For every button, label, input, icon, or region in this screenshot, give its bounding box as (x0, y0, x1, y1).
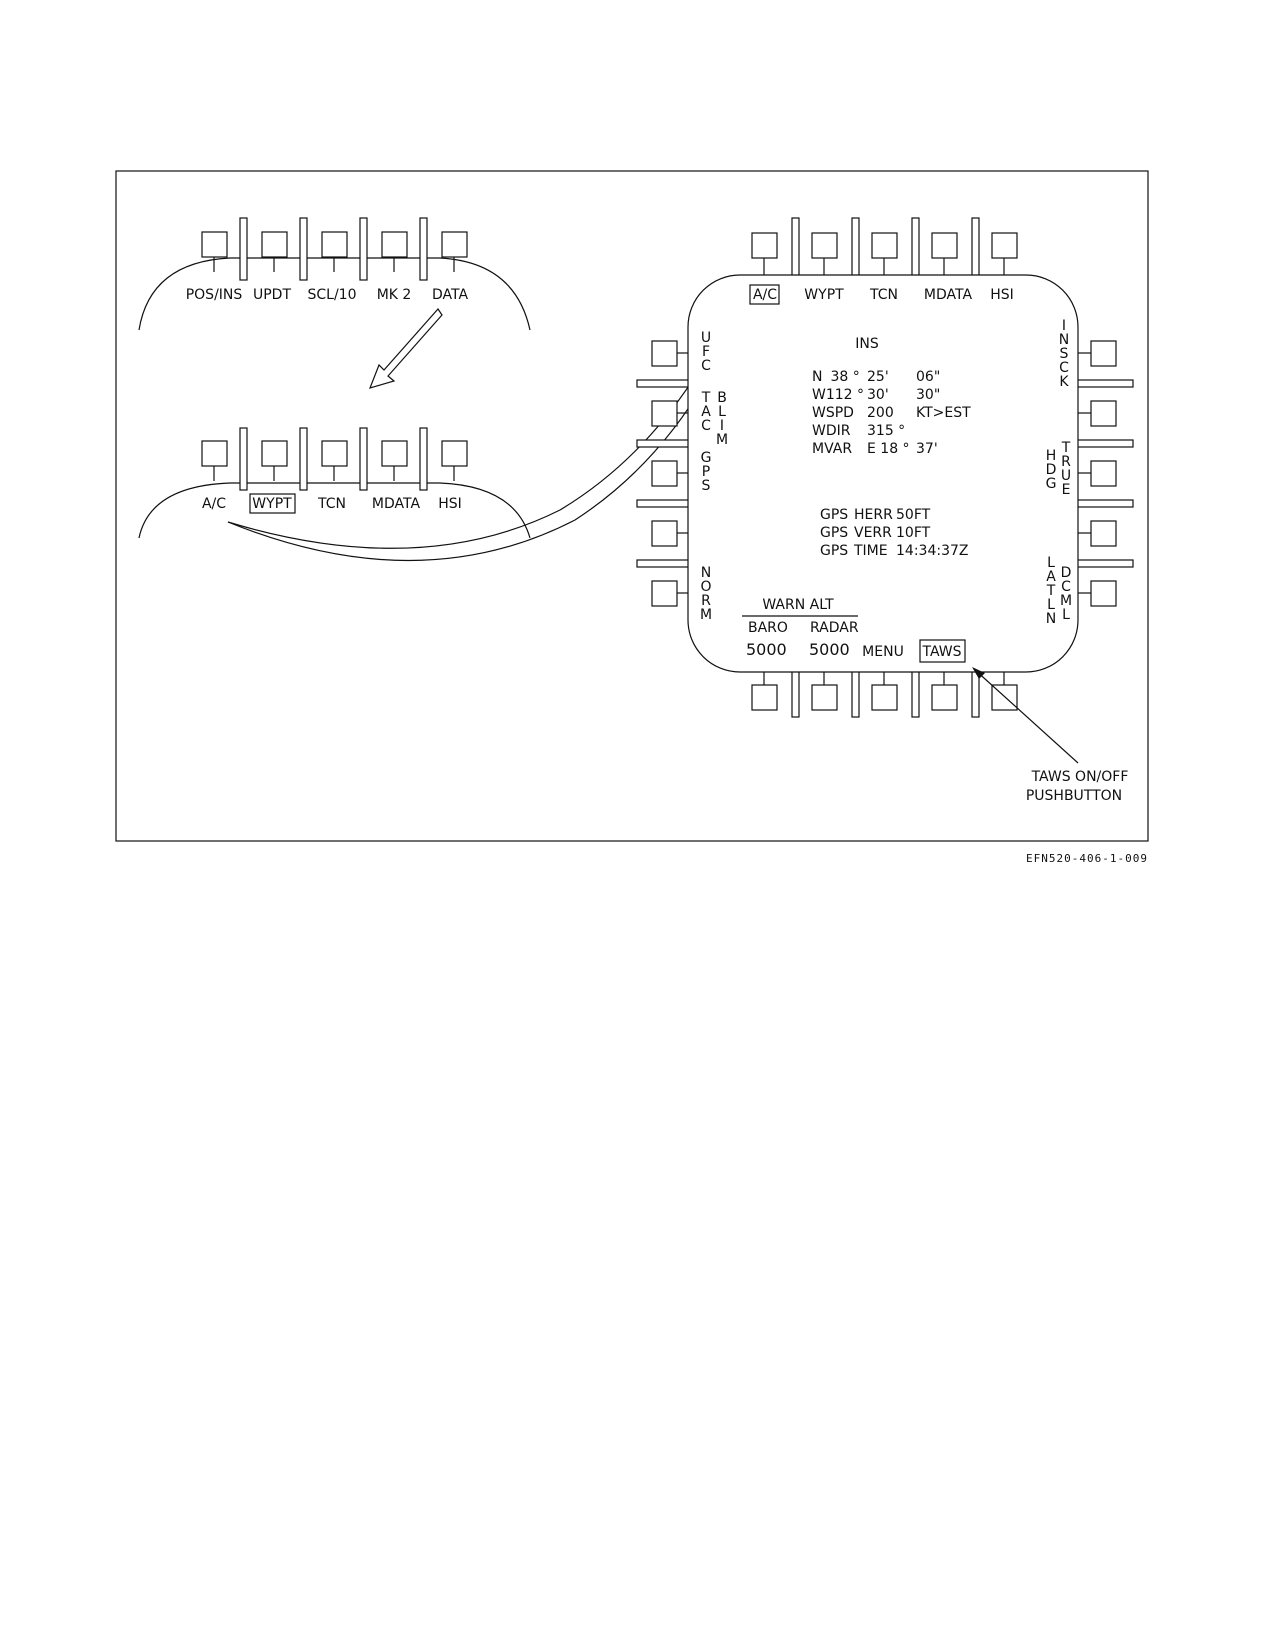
taws-selected-box (919, 639, 966, 663)
figure-id: EFN520-406-1-009 (1026, 852, 1148, 865)
osb-hsi-small[interactable] (441, 440, 468, 481)
osb-tcn-small[interactable] (321, 440, 348, 481)
top-label-hsi: HSI (990, 287, 1014, 303)
warn-alt-block: WARN ALT BARO RADAR 5000 5000 (742, 597, 859, 659)
label-wypt: WYPT (252, 496, 292, 512)
warn-alt-title: WARN ALT (762, 597, 834, 613)
callout-line-1: TAWS ON/OFF (1031, 769, 1129, 785)
osb-wypt-small[interactable] (261, 440, 288, 481)
menu-label: MENU (862, 644, 904, 660)
osb-left-3[interactable] (651, 460, 688, 487)
osb-mk2[interactable] (381, 231, 408, 272)
osb-bottom-3[interactable] (871, 672, 898, 711)
taws-callout-leader (972, 667, 1079, 764)
callout-line-2: PUSHBUTTON (1026, 788, 1122, 804)
display-screen (687, 274, 1079, 673)
label-mk2: MK 2 (377, 287, 412, 303)
osb-right-5[interactable] (1078, 580, 1117, 607)
ac-selected-box (749, 284, 780, 305)
osb-top-2[interactable] (811, 232, 838, 275)
left-top-display: POS/INS UPDT SCL/10 MK 2 DATA (138, 217, 531, 331)
label-pos-ins: POS/INS (186, 287, 243, 303)
arrow-data-to-display (368, 308, 443, 389)
osb-top-5[interactable] (991, 232, 1018, 275)
label-mdata: MDATA (372, 496, 421, 512)
osb-right-2[interactable] (1078, 400, 1117, 427)
osb-ac-small[interactable] (201, 440, 228, 481)
wypt-selected-box (249, 493, 296, 514)
osb-updt[interactable] (261, 231, 288, 272)
top-label-ac: A/C (753, 287, 777, 303)
baro-value: 5000 (746, 640, 787, 659)
label-scl: SCL/10 (308, 287, 357, 303)
osb-left-2[interactable] (651, 400, 688, 427)
osb-scl[interactable] (321, 231, 348, 272)
osb-bottom-4[interactable] (931, 672, 958, 711)
radar-label: RADAR (810, 620, 859, 636)
osb-right-1[interactable] (1078, 340, 1117, 367)
top-label-tcn: TCN (869, 287, 898, 303)
top-label-wypt: WYPT (804, 287, 844, 303)
osb-top-3[interactable] (871, 232, 898, 275)
ins-row-lon: W112 °30'30" (812, 387, 940, 403)
left-bottom-display: A/C WYPT TCN MDATA HSI (138, 427, 531, 539)
osb-top-4[interactable] (931, 232, 958, 275)
label-tcn: TCN (317, 496, 346, 512)
baro-label: BARO (748, 620, 788, 636)
radar-value: 5000 (809, 640, 850, 659)
label-updt: UPDT (253, 287, 291, 303)
svg-text:UFC: UFC (701, 330, 711, 374)
osb-bottom-2[interactable] (811, 672, 838, 711)
top-label-mdata: MDATA (924, 287, 973, 303)
osb-left-1[interactable] (651, 340, 688, 367)
svg-text:HDG: HDG (1046, 448, 1057, 492)
osb-pos-ins[interactable] (201, 231, 228, 272)
osb-top-1[interactable] (751, 232, 778, 275)
osb-mdata-small[interactable] (381, 440, 408, 481)
osb-left-4[interactable] (651, 520, 688, 547)
svg-text:GPS: GPS (701, 450, 712, 494)
osb-bottom-1[interactable] (751, 672, 778, 711)
label-hsi: HSI (438, 496, 462, 512)
osb-left-5[interactable] (651, 580, 688, 607)
figure-frame (115, 170, 1149, 842)
label-data: DATA (432, 287, 468, 303)
taws-label: TAWS (921, 644, 961, 660)
label-ac: A/C (202, 496, 226, 512)
svg-text:TAC: TAC (701, 390, 711, 434)
osb-right-3[interactable] (1078, 460, 1117, 487)
osb-data[interactable] (441, 231, 468, 272)
ins-title: INS (855, 336, 879, 352)
osb-right-4[interactable] (1078, 520, 1117, 547)
